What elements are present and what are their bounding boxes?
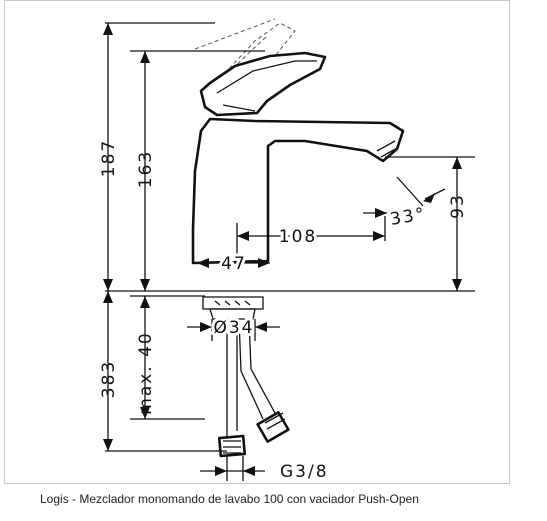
drawing-frame: 187 163 93 383 max. 40 108 47 Ø34 G3/8 3…	[4, 0, 510, 484]
dimension-lines	[103, 23, 462, 476]
dim-body-height: 163	[136, 150, 156, 188]
extension-lines	[105, 22, 475, 481]
dim-reach: 108	[279, 227, 317, 247]
dim-max-thickness: max. 40	[136, 331, 156, 414]
dim-spout-angle: 33°	[389, 204, 428, 230]
supply-hoses	[217, 318, 290, 458]
faucet-body	[191, 51, 405, 265]
dim-below-height: 383	[99, 360, 119, 398]
dim-base-width: 47	[221, 254, 247, 274]
technical-drawing: 187 163 93 383 max. 40 108 47 Ø34 G3/8 3…	[99, 18, 475, 482]
product-caption: Logis - Mezclador monomando de lavabo 10…	[40, 492, 419, 506]
dim-thread: G3/8	[280, 462, 329, 482]
dimension-labels: 187 163 93 383 max. 40 108 47 Ø34 G3/8 3…	[99, 139, 468, 482]
dim-total-height: 187	[99, 139, 119, 177]
base-washer	[202, 296, 264, 320]
dim-spout-height: 93	[448, 193, 468, 219]
dim-hole-diameter: Ø34	[213, 318, 254, 338]
